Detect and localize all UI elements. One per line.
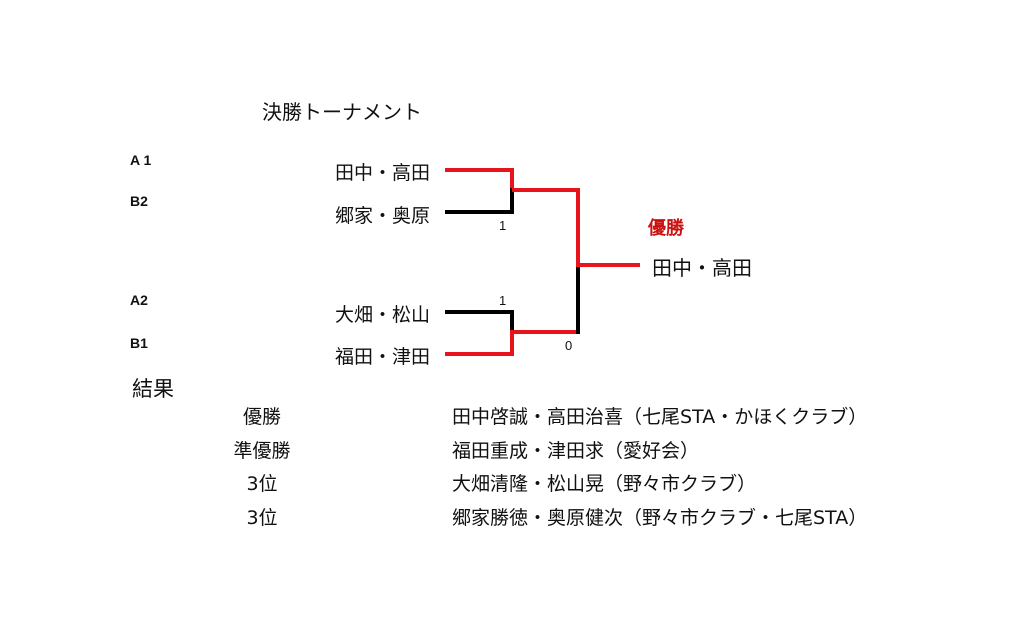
score-label: 1 bbox=[499, 293, 507, 308]
result-team: 福田重成・津田求（愛好会） bbox=[452, 440, 700, 462]
seed-label: A 1 bbox=[130, 152, 152, 168]
bracket-line-winner bbox=[512, 188, 580, 265]
results-heading: 結果 bbox=[132, 377, 174, 401]
champion-label: 優勝 bbox=[648, 218, 684, 239]
result-place: 優勝 bbox=[242, 406, 281, 428]
result-team: 郷家勝徳・奥原健次（野々市クラブ・七尾STA） bbox=[452, 507, 868, 529]
bracket-line-winner bbox=[445, 330, 578, 356]
page-title: 決勝トーナメント bbox=[262, 100, 422, 124]
champion-team: 田中・高田 bbox=[652, 256, 752, 280]
result-place: 3位 bbox=[246, 473, 278, 495]
bracket-line-winner bbox=[445, 168, 514, 190]
result-team: 大畑清隆・松山晃（野々市クラブ） bbox=[452, 473, 757, 495]
score-label: 1 bbox=[499, 218, 507, 233]
bracket-team: 大畑・松山 bbox=[335, 304, 431, 326]
seed-label: A2 bbox=[130, 292, 148, 308]
bracket-line-loser bbox=[445, 188, 514, 214]
result-place: 3位 bbox=[246, 507, 278, 529]
seed-label: B2 bbox=[130, 193, 148, 209]
seed-label: B1 bbox=[130, 335, 148, 351]
result-team: 田中啓誠・高田治喜（七尾STA・かほくクラブ） bbox=[452, 406, 868, 428]
bracket-team: 郷家・奥原 bbox=[335, 205, 431, 227]
result-place: 準優勝 bbox=[233, 440, 291, 462]
score-label: 0 bbox=[565, 338, 573, 353]
bracket-team: 福田・津田 bbox=[335, 346, 431, 368]
bracket-line-loser bbox=[445, 310, 514, 333]
bracket-team: 田中・高田 bbox=[335, 162, 431, 184]
